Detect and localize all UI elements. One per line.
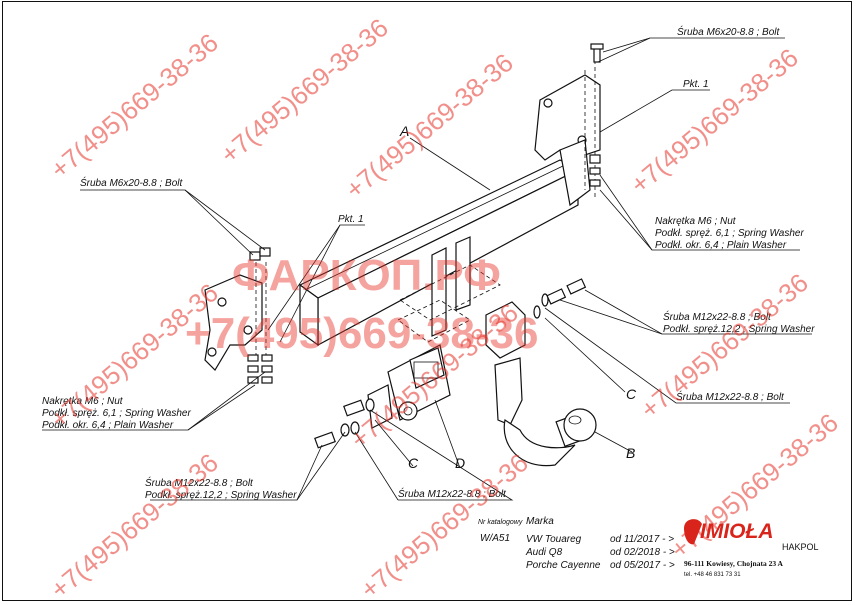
socket-plate-d <box>367 344 451 429</box>
label-bolt-right-2: Podkł. spręż.12,2 ; Spring Washer <box>663 324 815 335</box>
catalog-date-0: od 11/2017 - > <box>610 534 674 545</box>
watermark-phone-large: +7(495)669-38-36 <box>185 309 538 358</box>
crossbar-part-a <box>298 159 580 347</box>
plate-bolts <box>314 398 375 449</box>
left-nut-stack <box>247 354 273 384</box>
label-letter-b: B <box>626 445 635 461</box>
label-nut-left-2: Podkł. spręż. 6,1 ; Spring Washer <box>42 408 191 419</box>
label-top-bolt: Śruba M6x20-8.8 ; Bolt <box>677 25 780 38</box>
label-letter-d: D <box>455 455 465 471</box>
catalog-header-brand: Marka <box>526 516 554 527</box>
brand-block: IMIOŁA HAKPOL 96-111 Kowiesy, Chojnata 2… <box>684 519 819 578</box>
label-bolt-bottom-1: Śruba M12x22-8.8 ; Bolt <box>145 476 254 489</box>
label-nut-left-1: Nakrętka M6 ; Nut <box>42 396 124 407</box>
catalog-header-nr: Nr katalogowy <box>478 519 523 526</box>
catalog-number: W/A51 <box>480 533 510 544</box>
label-nut-right-1: Nakrętka M6 ; Nut <box>655 216 737 227</box>
label-nut-right-3: Podkł. okr. 6,4 ; Plain Washer <box>655 240 787 251</box>
watermark-phone: +7(495)669-38-36 <box>45 27 224 184</box>
label-bolt-right-1: Śruba M12x22-8.8 ; Bolt <box>663 310 772 323</box>
catalog-date-1: od 02/2018 - > <box>610 547 675 558</box>
label-letter-a: A <box>399 123 409 139</box>
label-left-bolt: Śruba M6x20-8.8 ; Bolt <box>80 176 183 189</box>
right-bracket <box>534 60 601 207</box>
watermark-phone: +7(495)669-38-36 <box>215 12 394 169</box>
brand-logo-mark <box>684 519 702 545</box>
catalog-table: Nr katalogowy Marka W/A51 VW Touareg od … <box>478 516 675 571</box>
leader-lines <box>42 37 812 501</box>
catalog-date-2: od 05/2017 - > <box>610 560 675 571</box>
watermark-site: ФАРКОП.РФ <box>232 251 501 300</box>
watermark-phone: +7(495)669-38-36 <box>45 447 224 604</box>
left-bracket <box>204 247 271 371</box>
annotation-labels: Śruba M6x20-8.8 ; Bolt Pkt. 1 A Śruba M6… <box>42 25 815 501</box>
brand-sub: HAKPOL <box>782 542 819 552</box>
watermark-phone: +7(495)669-38-36 <box>340 47 519 204</box>
watermark-phone: +7(495)669-38-36 <box>625 42 804 199</box>
right-bolts-c <box>533 278 587 319</box>
label-letter-c-mid: C <box>408 455 419 471</box>
label-pkt1-left: Pkt. 1 <box>338 214 364 225</box>
right-nut-stack <box>589 43 604 187</box>
label-letter-c-right: C <box>626 386 637 402</box>
catalog-car-0: VW Touareg <box>526 534 582 545</box>
brand-logo-text: IMIOŁA <box>700 520 774 543</box>
coupling-ball-b <box>485 301 597 467</box>
watermarks: +7(495)669-38-36 +7(495)669-38-36 +7(495… <box>45 12 844 604</box>
label-bolt-bottom-2: Podkł. spręż.12,2 ; Spring Washer <box>145 490 297 501</box>
catalog-car-1: Audi Q8 <box>525 547 563 558</box>
label-bolt-bottom-center: Śruba M12x22-8.8 ; Bolt <box>398 487 507 500</box>
label-bolt-right-3: Śruba M12x22-8.8 ; Bolt <box>676 390 785 403</box>
brand-phone: tel. +48 46 831 73 31 <box>684 572 741 578</box>
brand-address: 96-111 Kowiesy, Chojnata 23 A <box>684 559 784 568</box>
label-pkt1-top: Pkt. 1 <box>683 79 709 90</box>
label-nut-left-3: Podkł. okr. 6,4 ; Plain Washer <box>42 420 174 431</box>
center-plates <box>397 236 501 343</box>
catalog-car-2: Porche Cayenne <box>526 560 601 571</box>
label-nut-right-2: Podkł. spręż. 6,1 ; Spring Washer <box>655 228 804 239</box>
